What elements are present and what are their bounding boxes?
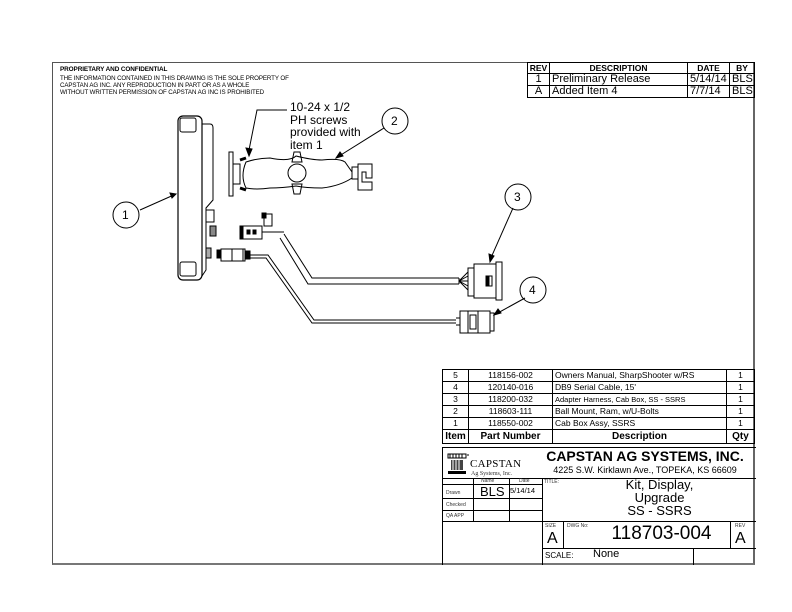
description-cell: Ball Mount, Ram, w/U-Bolts — [552, 405, 727, 418]
description-cell: DB9 Serial Cable, 15' — [552, 381, 727, 394]
callout-number: 1 — [122, 208, 129, 222]
proprietary-notice: PROPRIETARY AND CONFIDENTIAL THE INFORMA… — [60, 66, 289, 96]
drawn-label: Drawn — [446, 490, 461, 496]
bom-row: 3 118200-032 Adapter Harness, Cab Box, S… — [442, 393, 755, 406]
notice-line: WITHOUT WRITTEN PERMISSION OF CAPSTAN AG… — [60, 89, 265, 96]
callout-balloon-1 — [112, 201, 140, 229]
bom-row: 1 118550-002 Cab Box Assy, SSRS 1 — [442, 417, 755, 430]
db9-serial-cable — [250, 254, 495, 334]
notice-line: CAPSTAN AG INC. ANY REPRODUCTION IN PART… — [60, 82, 250, 89]
revision-row: A Added Item 4 7/7/14 BLS — [527, 85, 755, 98]
bom-row: 2 118603-111 Ball Mount, Ram, w/U-Bolts … — [442, 405, 755, 418]
date-label: Date — [519, 478, 530, 484]
dwg-no-label: DWG No: — [567, 523, 589, 529]
harness-connectors — [216, 212, 273, 262]
adapter-harness-cable — [262, 231, 503, 301]
description-header: Description — [552, 429, 727, 444]
company-name: CAPSTAN AG SYSTEMS, INC. — [546, 448, 744, 464]
part-cell: 120140-016 — [468, 381, 553, 394]
drawn-date-value: 5/14/14 — [510, 486, 536, 495]
qty-cell: 1 — [726, 381, 755, 394]
logo-subtitle: Ag Systems, Inc. — [471, 471, 512, 477]
capstan-logo: CAPSTAN Ag Systems, Inc. — [447, 452, 521, 478]
qa-label: QA APP — [446, 513, 465, 519]
name-label: Name — [481, 478, 495, 484]
callout-number: 2 — [391, 114, 398, 128]
bill-of-materials: 5 118156-002 Owners Manual, SharpShooter… — [442, 369, 755, 444]
bom-row: 5 118156-002 Owners Manual, SharpShooter… — [442, 369, 755, 382]
rev-label: REV — [735, 523, 746, 529]
callout-balloon-4 — [519, 276, 547, 304]
company-address: 4225 S.W. Kirklawn Ave., TOPEKA, KS 6660… — [553, 465, 737, 475]
title-label: TITLE: — [544, 479, 560, 485]
qty-header: Qty — [726, 429, 755, 444]
qty-cell: 1 — [726, 417, 755, 430]
title-line: SS - SSRS — [627, 503, 692, 518]
qty-cell: 1 — [726, 369, 755, 382]
item-cell: 1 — [442, 417, 469, 430]
part-cell: 118603-111 — [468, 405, 553, 418]
part-number-header: Part Number — [468, 429, 553, 444]
revision-value: A — [735, 530, 746, 547]
description-cell: Owners Manual, SharpShooter w/RS — [552, 369, 727, 382]
scale-label: SCALE: — [545, 551, 574, 560]
logo-name: CAPSTAN — [470, 458, 522, 470]
item-cell: 5 — [442, 369, 469, 382]
revision-table: REV DESCRIPTION DATE BY 1 Preliminary Re… — [527, 62, 755, 98]
scale-value: None — [593, 548, 620, 560]
logo-mark-icon — [447, 453, 469, 474]
cab-box-display — [177, 115, 217, 281]
callout-balloon-2 — [381, 107, 409, 135]
description-cell: Adapter Harness, Cab Box, SS - SSRS — [552, 393, 727, 406]
checked-label: Checked — [446, 502, 466, 508]
note-line: item 1 — [290, 137, 323, 152]
callout-number: 4 — [529, 283, 536, 297]
by-cell: BLS — [729, 85, 755, 98]
screw-note: 10-24 x 1/2 PH screws provided with item… — [290, 101, 361, 151]
item-cell: 2 — [442, 405, 469, 418]
drawing-title: Kit, Display, Upgrade SS - SSRS — [563, 478, 756, 517]
description-cell: Cab Box Assy, SSRS — [552, 417, 727, 430]
drawing-frame — [52, 62, 755, 565]
note-line: provided with — [290, 125, 361, 139]
note-line: PH screws — [290, 112, 348, 127]
leader-lines — [139, 109, 526, 316]
part-cell: 118200-032 — [468, 393, 553, 406]
bom-row: 4 120140-016 DB9 Serial Cable, 15' 1 — [442, 381, 755, 394]
qty-cell: 1 — [726, 393, 755, 406]
drawn-by-value: BLS — [480, 484, 505, 499]
title-line: Upgrade — [634, 490, 685, 505]
sheet-size-value: A — [547, 530, 558, 547]
drawing-number: 118703-004 — [611, 523, 712, 544]
notice-heading: PROPRIETARY AND CONFIDENTIAL — [60, 66, 168, 73]
notice-line: THE INFORMATION CONTAINED IN THIS DRAWIN… — [60, 75, 289, 82]
part-cell: 118156-002 — [468, 369, 553, 382]
part-cell: 118550-002 — [468, 417, 553, 430]
callout-number: 3 — [514, 190, 521, 204]
note-line: 10-24 x 1/2 — [290, 100, 351, 114]
item-cell: 3 — [442, 393, 469, 406]
item-header: Item — [442, 429, 469, 444]
size-label: SIZE — [545, 523, 557, 529]
qty-cell: 1 — [726, 405, 755, 418]
title-line: Kit, Display, — [625, 477, 694, 492]
item-cell: 4 — [442, 381, 469, 394]
callout-balloon-3 — [504, 183, 532, 211]
ram-ball-mount — [228, 151, 373, 197]
rev-cell: A — [527, 85, 550, 98]
title-block: CAPSTAN Ag Systems, Inc. CAPSTAN AG SYST… — [442, 447, 756, 565]
